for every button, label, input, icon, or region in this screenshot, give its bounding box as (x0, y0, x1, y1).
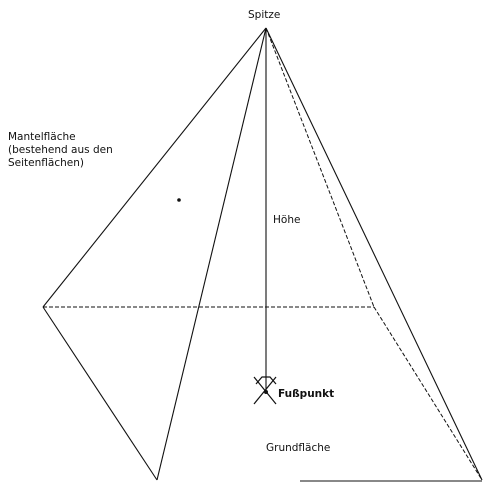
edge-apex-front (156, 27, 267, 481)
lateral-surface-label-line-2: (bestehend aus den (8, 144, 113, 156)
base-edge-back-right-hidden (373, 306, 483, 481)
foot-point-label: Fußpunkt (278, 388, 335, 400)
base-edge-left-front (42, 306, 158, 481)
height-label: Höhe (273, 214, 301, 226)
edge-apex-left (42, 27, 267, 308)
lateral-surface-label-line-3: Seitenflächen) (8, 157, 84, 169)
lateral-surface-label-line-1: Mantelfläche (8, 131, 76, 143)
lateral-surface-label: Mantelfläche (bestehend aus den Seitenfl… (8, 131, 113, 170)
foot-point-marker (253, 376, 277, 405)
edge-apex-right (265, 27, 483, 481)
edge-apex-back-right (265, 27, 375, 308)
base-label: Grundfläche (266, 442, 331, 454)
surface-point (177, 198, 181, 202)
apex-label: Spitze (248, 9, 281, 21)
